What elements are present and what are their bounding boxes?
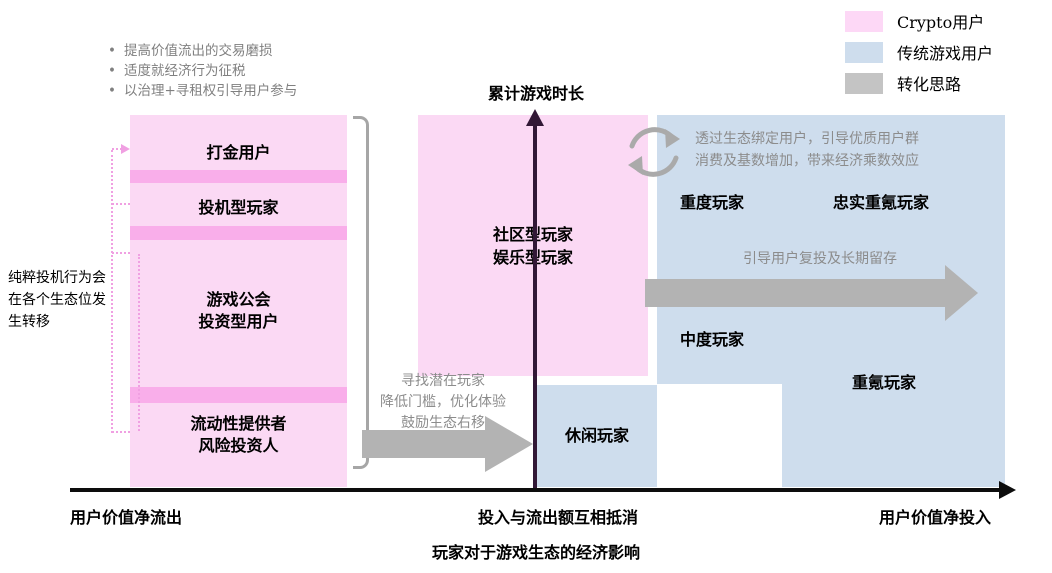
loyal-whale-players-label: 忠实重氪玩家 xyxy=(833,193,930,212)
ecosystem-bind-note: 透过生态绑定用户，引导优质用户群 消费及基数增加，带来经济乘数效应 xyxy=(695,131,919,169)
heavy-players-label: 重度玩家 xyxy=(680,193,745,212)
legend-label-conversion: 转化思路 xyxy=(897,75,962,94)
retention-arrow-head-icon xyxy=(945,265,978,321)
crypto-group-bracket xyxy=(353,116,369,469)
governance-notes: •提高价值流出的交易磨损 •适度就经济行为征税 •以治理+寻租权引导用户参与 xyxy=(108,41,358,101)
whale-players-box xyxy=(782,384,1005,487)
crypto-color-swatch xyxy=(845,10,883,32)
conversion-color-swatch xyxy=(845,72,883,94)
segment-liquidity-vc: 流动性提供者 风险投资人 xyxy=(190,414,287,455)
traditional-users-box xyxy=(657,115,1005,384)
column-divider-band xyxy=(130,387,347,403)
legend-item-crypto: Crypto用户 xyxy=(845,9,984,33)
shift-branch-4 xyxy=(112,431,130,433)
shift-branch-2 xyxy=(112,203,130,205)
x-label-net-inflow: 用户价值净投入 xyxy=(879,508,992,527)
funnel-arrow-body xyxy=(362,430,485,458)
governance-note-3: •以治理+寻租权引导用户参与 xyxy=(108,83,298,99)
governance-note-2: •适度就经济行为征税 xyxy=(108,63,246,79)
traditional-color-swatch xyxy=(845,41,883,63)
y-axis-title: 累计游戏时长 xyxy=(487,84,584,103)
x-axis-arrow-icon xyxy=(999,481,1016,499)
x-label-balanced: 投入与流出额互相抵消 xyxy=(478,508,639,527)
shift-branch-3 xyxy=(112,252,130,254)
column-divider-band xyxy=(130,170,347,183)
bullet-icon: • xyxy=(108,43,116,59)
cycle-arrows-icon xyxy=(619,115,689,187)
segment-speculators: 投机型玩家 xyxy=(198,198,279,217)
speculation-shift-note: 纯粹投机行为会 在各个生态位发 生转移 xyxy=(8,270,106,330)
mid-players-label: 中度玩家 xyxy=(680,330,745,349)
segment-gold-farmers: 打金用户 xyxy=(206,143,271,162)
shift-branch-1 xyxy=(112,148,122,150)
bullet-icon: • xyxy=(108,83,116,99)
y-axis xyxy=(533,124,537,490)
funnel-arrow-label: 寻找潜在玩家 降低门槛，优化体验 鼓励生态右移 xyxy=(380,373,506,431)
x-axis xyxy=(70,488,1002,492)
governance-note-1: •提高价值流出的交易磨损 xyxy=(108,43,273,59)
legend-item-conversion: 转化思路 xyxy=(845,71,961,95)
legend-label-traditional: 传统游戏用户 xyxy=(897,44,994,63)
y-axis-arrow-icon xyxy=(526,109,544,126)
funnel-arrow-head-icon xyxy=(485,416,533,472)
speculation-shift-line xyxy=(111,150,113,433)
casual-players-label: 休闲玩家 xyxy=(564,426,629,445)
column-divider-band xyxy=(130,226,347,240)
shift-inner-line xyxy=(138,254,140,431)
x-axis-caption: 玩家对于游戏生态的经济影响 xyxy=(431,543,640,562)
whale-players-label: 重氪玩家 xyxy=(852,373,917,392)
casual-players-box: 休闲玩家 xyxy=(537,385,657,487)
shift-arrow-icon xyxy=(121,144,130,154)
retention-arrow-body xyxy=(645,279,945,307)
legend-item-traditional: 传统游戏用户 xyxy=(845,40,993,64)
bullet-icon: • xyxy=(108,63,116,79)
legend-label-crypto: Crypto用户 xyxy=(897,13,985,32)
retention-arrow-label: 引导用户复投及长期留存 xyxy=(743,251,897,267)
segment-guilds-investors: 游戏公会 投资型用户 xyxy=(198,290,279,331)
x-label-net-outflow: 用户价值净流出 xyxy=(70,508,183,527)
crypto-user-column: 打金用户 投机型玩家 游戏公会 投资型用户 流动性提供者 风险投资人 xyxy=(130,115,347,487)
community-players-label: 社区型玩家 娱乐型玩家 xyxy=(418,223,648,269)
